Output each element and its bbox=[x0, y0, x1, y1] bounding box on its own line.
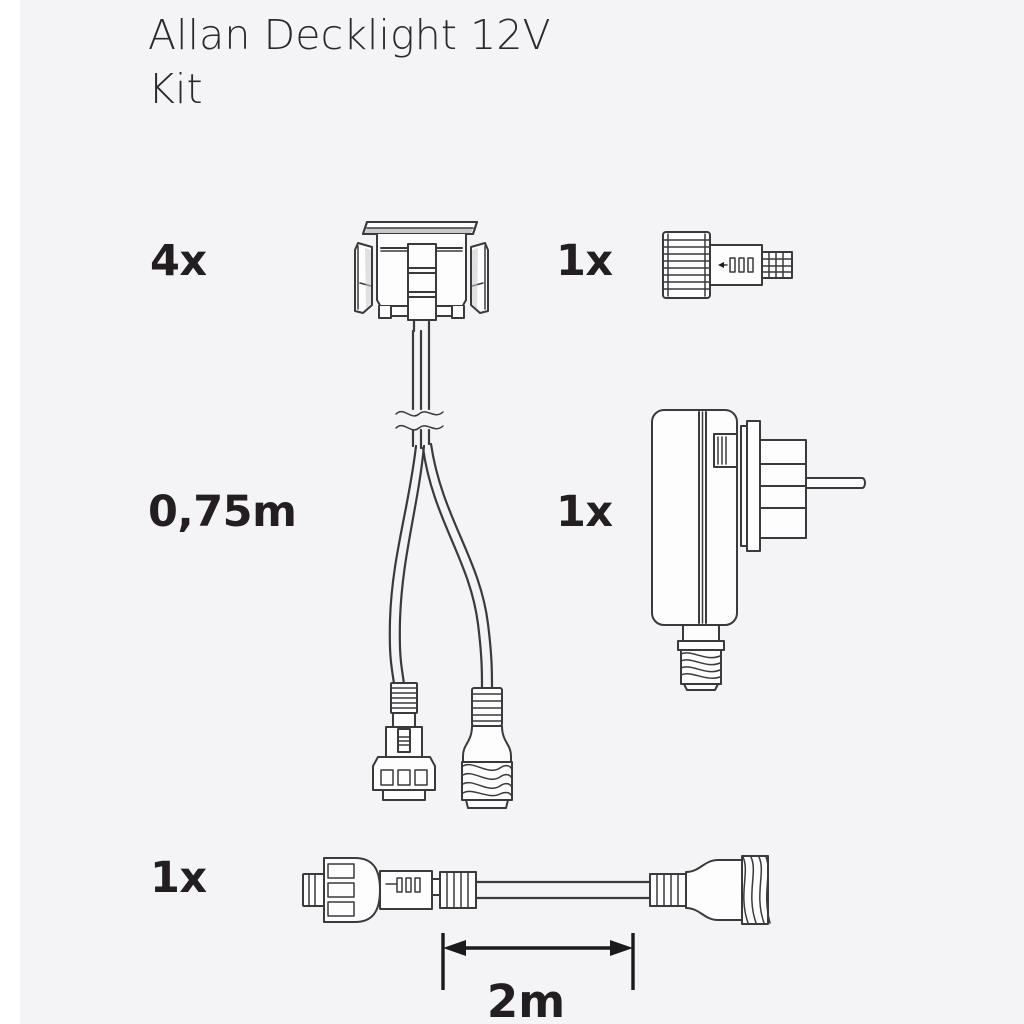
end-cap-connector-art bbox=[662, 231, 793, 299]
extension-cable-art bbox=[302, 855, 771, 990]
page-title: Allan Decklight 12V Kit bbox=[148, 11, 551, 114]
quantity-label-extension-cable: 1x bbox=[150, 853, 207, 903]
dimension-label-text: 2m bbox=[486, 975, 566, 1024]
power-adapter-art bbox=[651, 409, 866, 691]
dimension-label-2m: 2m bbox=[0, 975, 1024, 1024]
quantity-label-power-adapter: 1x bbox=[556, 487, 613, 537]
splitter-screw-connector bbox=[461, 687, 513, 809]
quantity-label-endcap: 1x bbox=[556, 236, 613, 286]
extension-screw-connector bbox=[649, 855, 771, 925]
diagram-panel bbox=[20, 0, 1024, 1024]
dimension-line-2m bbox=[441, 933, 635, 990]
extension-socket-connector bbox=[302, 857, 477, 923]
quantity-label-decklight: 4x bbox=[150, 236, 207, 286]
splitter-flat-plug-connector bbox=[372, 682, 436, 801]
quantity-label-cable-length: 0,75m bbox=[148, 487, 297, 537]
decklight-fixture-art bbox=[354, 221, 489, 333]
splitter-cable-art bbox=[372, 329, 513, 809]
